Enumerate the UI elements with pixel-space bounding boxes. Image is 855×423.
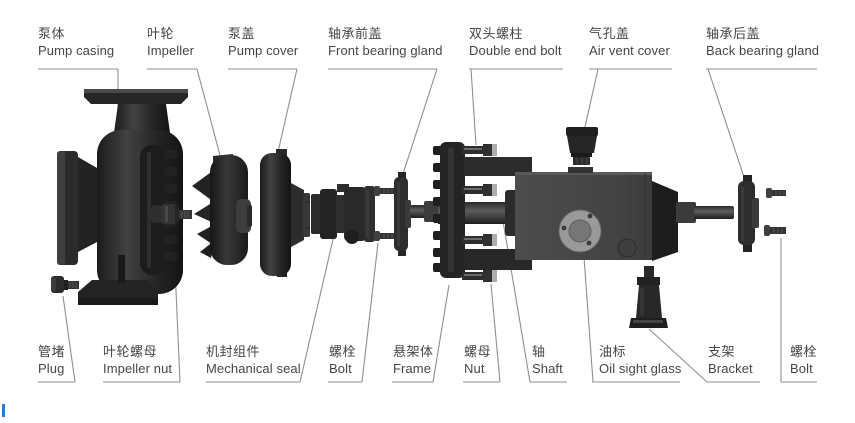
label-air-vent-cover: 气孔盖 Air vent cover: [589, 26, 670, 58]
air-vent-cover-part: [566, 127, 598, 165]
label-bracket: 支架 Bracket: [708, 344, 753, 376]
bolt-pair-right-part: [764, 188, 786, 236]
stud-1: [462, 144, 497, 156]
bracket-part: [629, 266, 668, 328]
label-impeller: 叶轮 Impeller: [147, 26, 195, 58]
label-shaft: 轴 Shaft: [532, 344, 563, 376]
label-mechanical-seal: 机封组件 Mechanical seal: [206, 344, 301, 376]
double-end-bolt-parts: [462, 144, 497, 282]
label-pump-cover: 泵盖 Pump cover: [228, 26, 299, 58]
label-back-bearing-gland: 轴承后盖 Back bearing gland: [706, 26, 820, 58]
front-bearing-gland-part: [394, 172, 411, 256]
pump-cover-part: [260, 149, 310, 277]
frame-side-boss: [617, 238, 637, 258]
plug-part: [51, 276, 79, 293]
impeller-part: [192, 154, 252, 265]
label-pump-casing-en: Pump casing: [38, 42, 115, 58]
impeller-nut-part: [148, 204, 192, 224]
label-frame: 悬架体 Frame: [393, 344, 434, 376]
label-impeller-nut: 叶轮螺母 Impeller nut: [103, 344, 173, 376]
label-nut: 螺母 Nut: [464, 344, 492, 376]
stud-2: [462, 184, 497, 196]
oil-sight-glass-part: [558, 209, 602, 253]
label-oil-sight-glass: 油标 Oil sight glass: [599, 344, 682, 376]
stud-4: [462, 270, 497, 282]
label-bolt-right: 螺栓 Bolt: [790, 344, 818, 376]
label-double-end-bolt: 双头螺柱 Double end bolt: [469, 26, 562, 58]
text-cursor-artifact: [2, 404, 5, 417]
stud-3: [462, 234, 497, 246]
bolt-pair-mid-part: [374, 186, 394, 241]
label-plug: 管堵 Plug: [38, 344, 66, 376]
back-bearing-gland-part: [738, 175, 759, 252]
label-pump-casing: 泵体 Pump casing: [38, 26, 114, 59]
label-front-bearing-gland: 轴承前盖 Front bearing gland: [328, 26, 443, 58]
shaft-part: [410, 190, 522, 236]
label-bolt-mid: 螺栓 Bolt: [329, 344, 357, 376]
leader-lines: [38, 68, 817, 383]
mechanical-seal-part: [311, 184, 375, 244]
label-pump-casing-zh: 泵体: [38, 26, 66, 41]
pump-casing-part: [57, 89, 188, 305]
shaft-end-part: [676, 202, 734, 223]
